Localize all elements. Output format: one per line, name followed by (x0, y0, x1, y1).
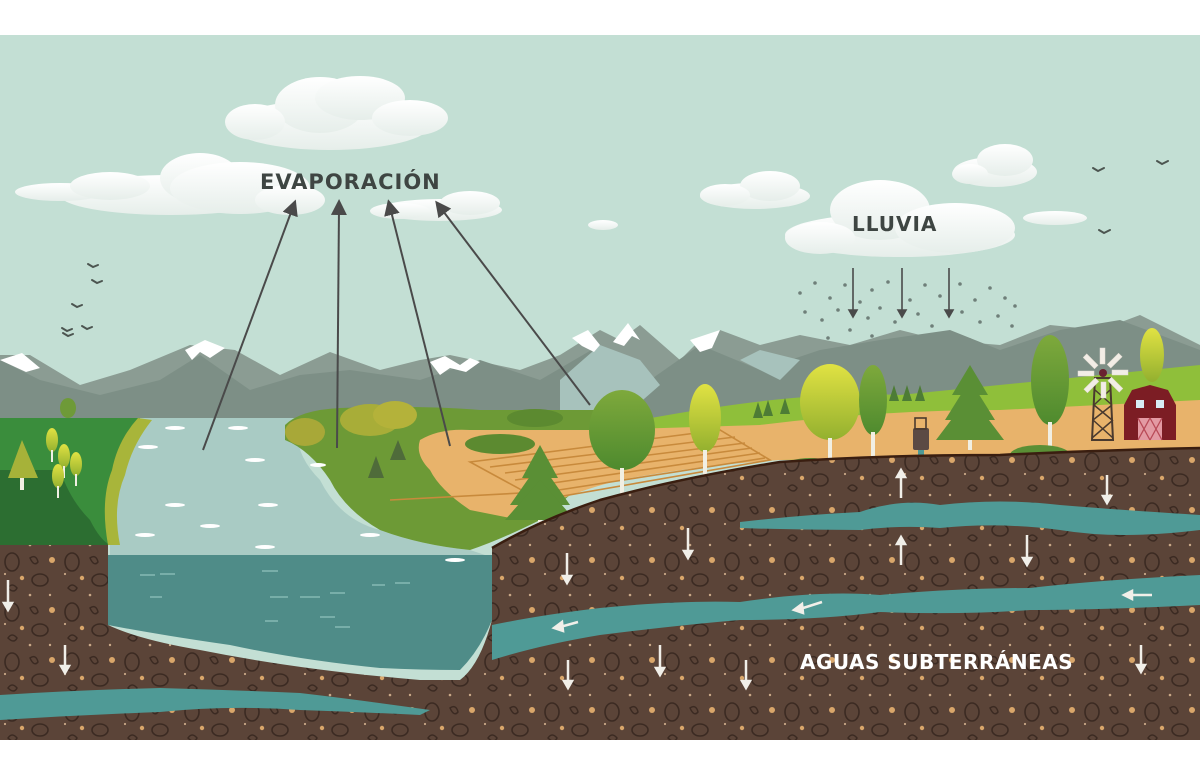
windmill (1077, 347, 1129, 441)
lake-waves (135, 426, 465, 562)
evaporation-label: EVAPORACIÓN (260, 170, 441, 194)
left-bank-shadow (0, 470, 110, 545)
lake-deep-water (108, 555, 492, 670)
aquifer-flow-arrows (551, 588, 1152, 633)
left-bank-trees (8, 398, 82, 498)
groundwater-label: AGUAS SUBTERRÁNEAS (800, 650, 1074, 674)
rain-arrows (847, 268, 955, 319)
left-shore (104, 418, 152, 545)
barn (1124, 385, 1176, 441)
infiltration-arrows (1, 475, 1148, 691)
lake-ripples (140, 570, 410, 628)
evaporation-arrows (202, 199, 591, 451)
farm-trees (505, 328, 1164, 530)
birds (61, 160, 1169, 338)
aquifer-lower (0, 688, 430, 720)
aquifer-upper (740, 501, 1200, 535)
clouds (15, 76, 1087, 257)
rain-drops (798, 280, 1017, 342)
farm-bush (465, 434, 535, 454)
bushes (285, 401, 563, 446)
ground-line (491, 446, 1200, 550)
upwelling-arrows (894, 467, 908, 565)
aquifer-main (492, 575, 1200, 660)
rain-label: LLUVIA (852, 212, 938, 236)
bottom-margin (0, 740, 1200, 772)
small-pines (368, 440, 406, 478)
